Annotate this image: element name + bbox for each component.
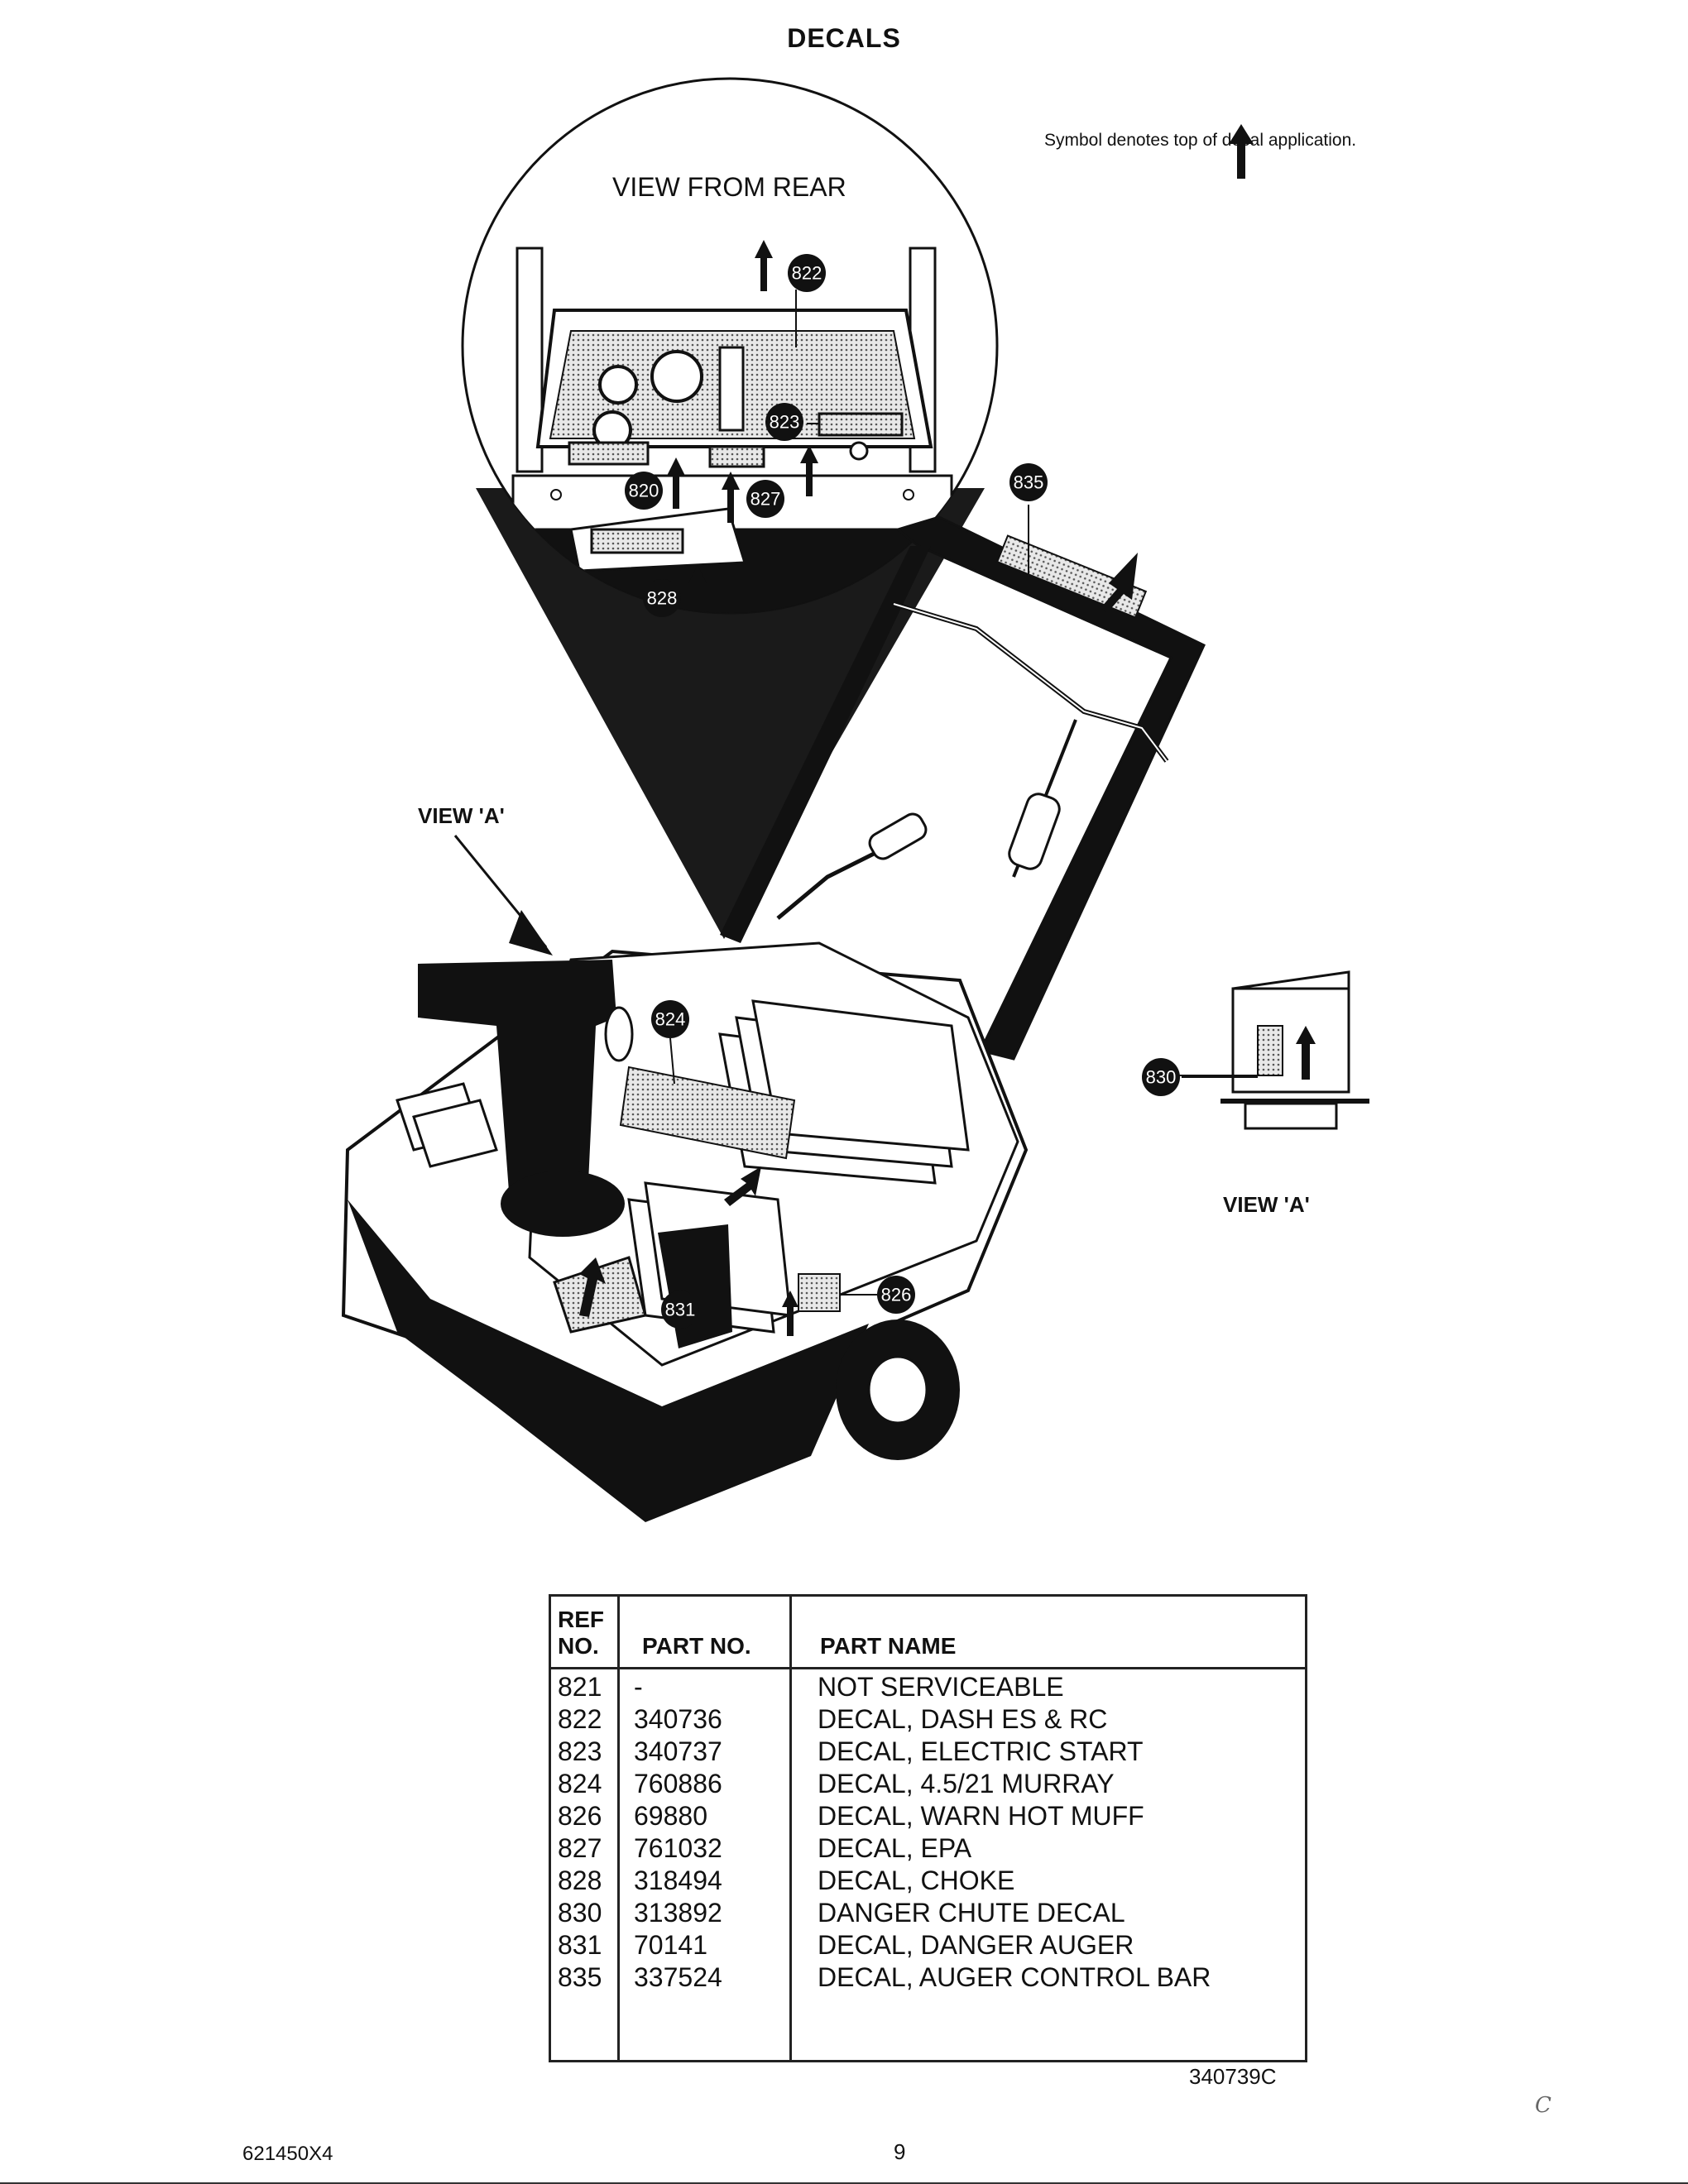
page-number: 9 (894, 2139, 906, 2164)
callout-835: 835 (1009, 463, 1048, 501)
pointer-arrow-icon (1101, 553, 1138, 613)
table-row: 821-NOT SERVICEABLE (558, 1672, 1064, 1702)
svg-text:831: 831 (665, 1300, 696, 1320)
view-a-pointer-icon (509, 910, 553, 956)
handle-left-rail (720, 546, 931, 943)
bottom-rule (0, 2182, 1688, 2184)
svg-text:828: 828 (647, 588, 678, 609)
callout-823: 823 (765, 403, 803, 441)
auger-bar-decal (995, 534, 1148, 619)
svg-text:822: 822 (792, 263, 822, 284)
scan-mark: C (1535, 2093, 1551, 2118)
svg-text:835: 835 (1014, 472, 1044, 493)
view-from-rear-label: VIEW FROM REAR (612, 172, 846, 202)
svg-text:824: 824 (655, 1009, 686, 1030)
svg-text:827: 827 (750, 489, 781, 510)
decal-location-diagram: VIEW FROM REAR (341, 77, 1369, 1522)
callout-831: 831 (661, 1291, 699, 1329)
header-part-no: PART NO. (642, 1633, 751, 1659)
svg-text:830: 830 (1146, 1067, 1177, 1088)
document-code: 340739C (1189, 2064, 1277, 2089)
svg-text:826: 826 (881, 1285, 912, 1305)
view-a-label-main: VIEW 'A' (418, 803, 505, 828)
header-ref-line2: NO. (558, 1633, 599, 1659)
auger-housing (348, 1200, 869, 1522)
footer-model-number: 621450X4 (242, 2143, 333, 2165)
up-arrow-icon (1229, 124, 1254, 179)
page-title: DECALS (787, 23, 901, 53)
callout-826: 826 (877, 1276, 915, 1314)
svg-text:820: 820 (629, 481, 659, 501)
header-part-name: PART NAME (820, 1633, 957, 1659)
legend-text: Symbol denotes top of decal application. (1044, 131, 1357, 150)
view-a-detail (1175, 970, 1369, 1130)
callout-830: 830 (1142, 1058, 1180, 1096)
callout-828: 828 (643, 579, 681, 617)
view-a-label-detail: VIEW 'A' (1223, 1192, 1310, 1217)
handle-bar (894, 515, 1206, 1061)
parts-table: REF NO. PART NO. PART NAME 821-NOT SERVI… (549, 1594, 1307, 2062)
svg-text:823: 823 (770, 412, 800, 433)
callout-824: 824 (651, 1000, 689, 1038)
callout-827: 827 (746, 480, 784, 518)
callout-822: 822 (788, 254, 826, 292)
magnifier-cone (476, 488, 985, 939)
callout-820: 820 (625, 472, 663, 510)
discharge-chute (418, 960, 616, 1216)
header-ref-line1: REF (558, 1607, 604, 1632)
